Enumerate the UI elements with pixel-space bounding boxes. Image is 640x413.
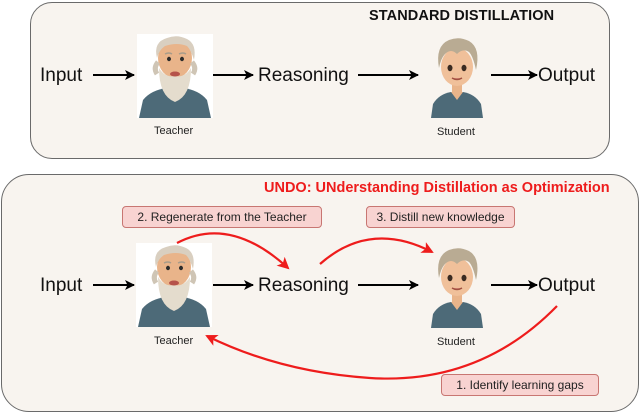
standard-input-label: Input [40,65,83,86]
standard-reasoning-label: Reasoning [258,65,349,86]
undo-title: UNDO: UNderstanding Distillation as Opti… [264,180,610,196]
student-avatar-icon [431,38,483,118]
undo-reasoning-label: Reasoning [258,275,349,296]
standard-teacher-caption: Teacher [154,125,194,137]
standard-distillation-panel [30,2,610,159]
undo-output-label: Output [538,275,596,296]
standard-output-label: Output [538,65,596,86]
teacher-avatar-icon [136,243,212,327]
step-1-identify-gaps-box: 1. Identify learning gaps [441,374,599,396]
undo-teacher-caption: Teacher [154,335,194,347]
undo-input-label: Input [40,275,83,296]
standard-student-caption: Student [437,126,475,138]
step-3-distill-box: 3. Distill new knowledge [366,206,515,228]
step-2-regenerate-box: 2. Regenerate from the Teacher [122,206,322,228]
standard-distillation-title: STANDARD DISTILLATION [369,8,555,24]
student-avatar-icon [431,248,483,328]
undo-student-caption: Student [437,336,475,348]
teacher-avatar-icon [137,34,213,118]
